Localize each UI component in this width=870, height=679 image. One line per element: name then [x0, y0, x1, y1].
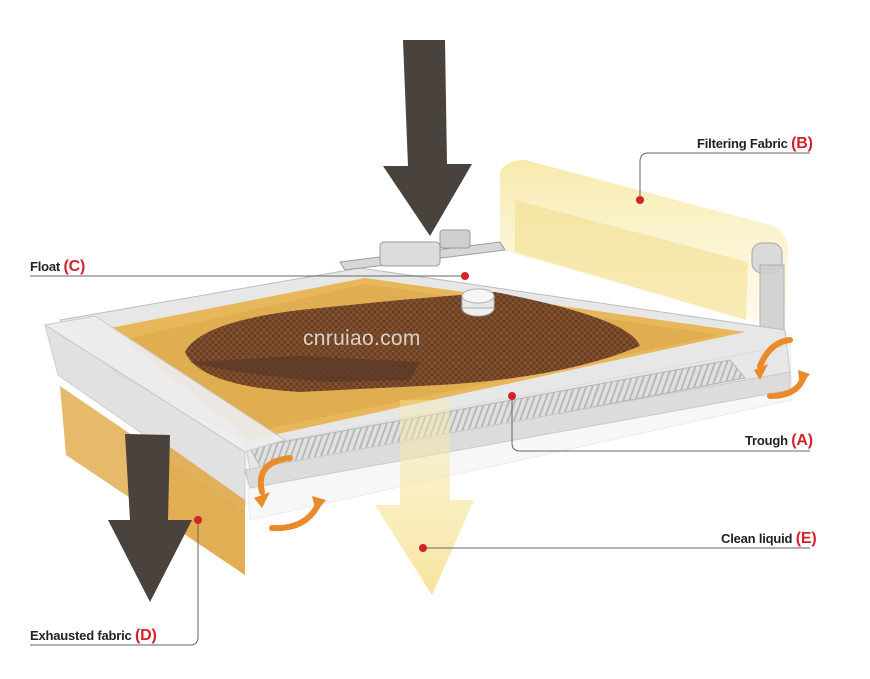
marker-dot-a — [508, 392, 516, 400]
clean-liquid-arrow — [375, 400, 474, 595]
label-float: Float (C) — [30, 258, 86, 275]
watermark: cnruiao.com — [303, 327, 421, 350]
label-float-letter: C — [68, 258, 81, 275]
label-filtering-fabric-letter: B — [796, 135, 808, 152]
label-filtering-fabric-text: Filtering Fabric — [697, 136, 788, 151]
label-float-text: Float — [30, 259, 61, 274]
exhausted-fabric-arrow — [108, 434, 192, 602]
marker-dot-d — [194, 516, 202, 524]
callout-lines — [30, 152, 810, 646]
label-trough-text: Trough — [745, 433, 788, 448]
rotation-arrow-heads — [254, 364, 810, 512]
label-exhausted-fabric: Exhausted fabric (D) — [30, 627, 157, 644]
float-element — [461, 288, 495, 317]
marker-dot-c — [461, 272, 469, 280]
sludge-mesh — [185, 292, 640, 392]
label-trough-letter: A — [796, 432, 808, 449]
label-exhausted-fabric-letter: D — [140, 627, 152, 644]
marker-dots — [194, 196, 644, 552]
label-clean-liquid: Clean liquid (E) — [721, 530, 817, 547]
inlet-arrow — [383, 40, 472, 236]
label-trough: Trough (A) — [745, 432, 813, 449]
marker-dot-b — [636, 196, 644, 204]
filtering-fabric-roll — [500, 160, 789, 376]
label-clean-liquid-text: Clean liquid — [721, 531, 793, 546]
label-clean-liquid-letter: E — [800, 530, 812, 547]
label-exhausted-fabric-text: Exhausted fabric — [30, 628, 132, 643]
marker-dot-e — [419, 544, 427, 552]
left-housing — [43, 315, 287, 575]
label-filtering-fabric: Filtering Fabric (B) — [697, 135, 813, 152]
